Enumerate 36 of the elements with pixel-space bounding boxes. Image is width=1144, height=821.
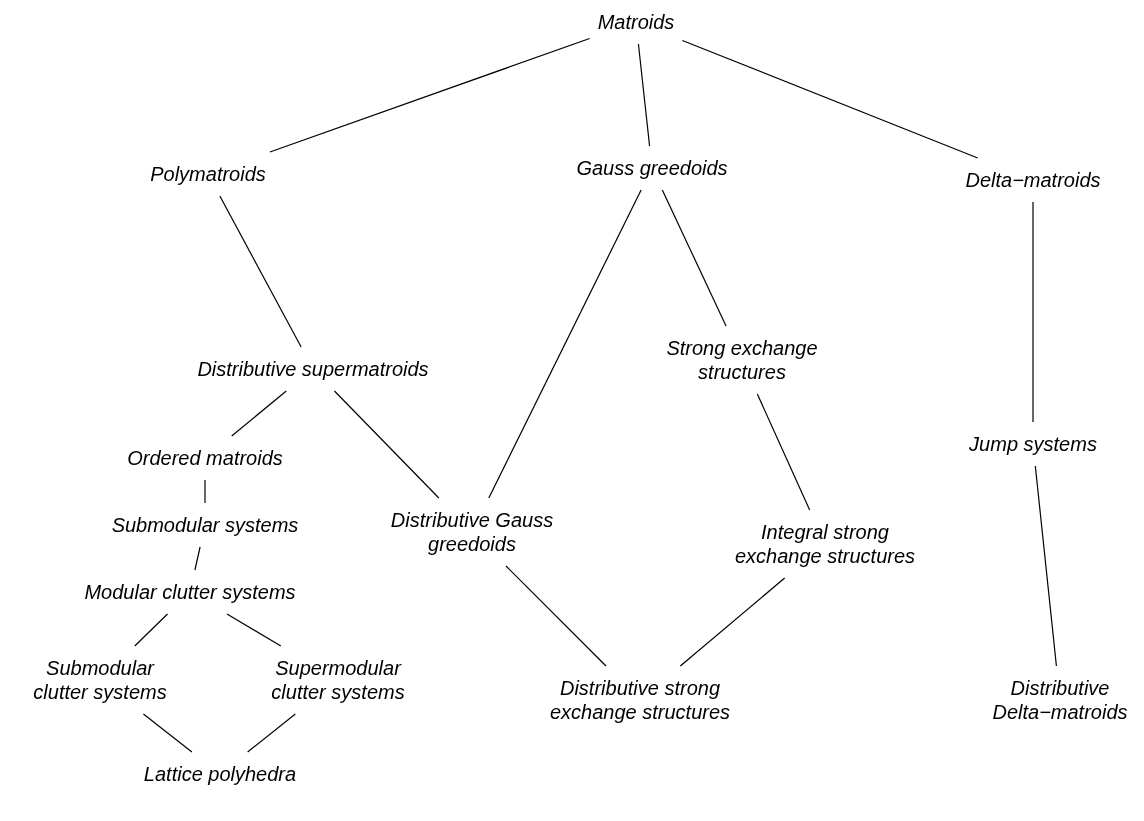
node-label: Submodular clutter systems xyxy=(32,656,168,704)
node-label: Jump systems xyxy=(969,432,1097,456)
connector-line xyxy=(756,393,811,511)
connector-line xyxy=(231,390,287,437)
connector-line xyxy=(1034,465,1057,667)
connector-line xyxy=(204,479,206,504)
connector-line xyxy=(505,565,607,667)
connector-line xyxy=(1032,201,1034,423)
connector-line xyxy=(637,43,651,147)
node-label: Ordered matroids xyxy=(127,446,283,470)
node-label: Distributive Delta−matroids xyxy=(991,676,1129,724)
connector-line xyxy=(269,37,591,153)
node-label: Matroids xyxy=(597,10,675,34)
node-label: Distributive supermatroids xyxy=(197,357,429,381)
node-label: Strong exchange structures xyxy=(665,336,819,384)
connector-line xyxy=(194,546,201,571)
node-label: Integral strong exchange structures xyxy=(733,520,917,568)
node-label: Modular clutter systems xyxy=(84,580,296,604)
connector-line xyxy=(247,713,296,753)
connector-line xyxy=(219,195,302,348)
connector-line xyxy=(134,613,169,647)
node-label: Distributive Gauss greedoids xyxy=(389,508,555,556)
connector-line xyxy=(226,613,282,647)
connector-line xyxy=(681,39,979,159)
connector-line xyxy=(333,390,440,499)
connector-line xyxy=(142,713,193,753)
connector-line xyxy=(661,189,727,327)
node-label: Lattice polyhedra xyxy=(143,762,297,786)
node-label: Submodular systems xyxy=(111,513,299,537)
node-label: Distributive strong exchange structures xyxy=(548,676,732,724)
node-label: Delta−matroids xyxy=(965,168,1101,192)
node-label: Gauss greedoids xyxy=(576,156,728,180)
connector-line xyxy=(679,577,786,667)
node-label: Polymatroids xyxy=(150,162,266,186)
node-label: Supermodular clutter systems xyxy=(270,656,406,704)
connector-line xyxy=(488,189,642,499)
